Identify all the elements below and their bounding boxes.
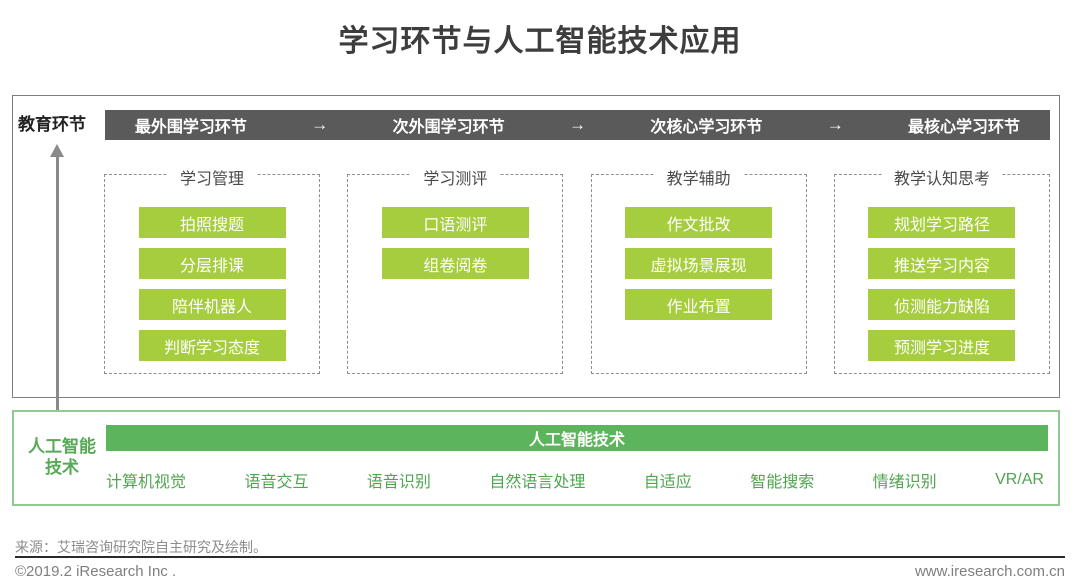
right-arrow-icon: → [826,115,844,134]
application-chip: 虚拟场景展现 [625,248,773,279]
footer-divider [15,556,1065,558]
tech-smart-search: 智能搜索 [750,474,815,491]
tech-voice-interaction: 语音交互 [244,474,309,491]
group-teaching-assistance: 教学辅助 作文批改 虚拟场景展现 作业布置 [590,165,807,374]
group-title: 学习测评 [411,165,500,189]
application-chip: 侦测能力缺陷 [868,289,1016,320]
application-chip: 分层排课 [138,248,286,279]
tech-vr-ar: VR/AR [995,471,1044,488]
stage-subcore: 次核心学习环节 [650,119,763,136]
stage-outermost: 最外围学习环节 [134,119,247,136]
chip-list: 口语测评 组卷阅卷 [348,175,562,279]
stage-bar: 最外围学习环节 → 次外围学习环节 → 次核心学习环节 → 最核心学习环节 [105,110,1050,140]
group-title: 教学辅助 [654,165,743,189]
application-chip: 规划学习路径 [868,207,1016,238]
ai-label-line2: 技术 [45,458,79,478]
application-chip: 口语测评 [381,207,529,238]
application-groups: 学习管理 拍照搜题 分层排课 陪伴机器人 判断学习态度 学习测评 口语测评 组卷… [104,165,1050,374]
tech-emotion-recognition: 情绪识别 [872,474,937,491]
education-label: 教育环节 [18,115,86,134]
group-title: 学习管理 [167,165,257,189]
ai-technology-section: 人工智能 技术 人工智能技术 计算机视觉 语音交互 语音识别 自然语言处理 自适… [12,410,1060,506]
application-chip: 判断学习态度 [138,330,286,361]
application-chip: 预测学习进度 [868,330,1016,361]
website-link[interactable]: www.iresearch.com.cn [914,563,1065,580]
application-chip: 推送学习内容 [868,248,1016,279]
stage-outer: 次外围学习环节 [392,119,505,136]
ai-label-line1: 人工智能 [28,437,96,456]
application-chip: 作文批改 [625,207,773,238]
tech-nlp: 自然语言处理 [489,474,586,491]
education-section: 教育环节 最外围学习环节 → 次外围学习环节 → 次核心学习环节 → 最核心学习… [12,95,1060,398]
tech-adaptive: 自适应 [643,474,692,491]
right-arrow-icon: → [311,115,329,134]
group-teaching-cognition: 教学认知思考 规划学习路径 推送学习内容 侦测能力缺陷 预测学习进度 [833,165,1050,374]
ai-technology-list: 计算机视觉 语音交互 语音识别 自然语言处理 自适应 智能搜索 情绪识别 VR/… [106,468,1044,492]
copyright-text: ©2019.2 iResearch Inc . [15,563,177,580]
source-note: 来源：艾瑞咨询研究院自主研究及绘制。 [15,539,267,555]
application-chip: 组卷阅卷 [381,248,529,279]
page-title: 学习环节与人工智能技术应用 [338,25,742,58]
group-learning-assessment: 学习测评 口语测评 组卷阅卷 [347,165,564,374]
group-title: 教学认知思考 [881,165,1002,189]
chip-list: 拍照搜题 分层排课 陪伴机器人 判断学习态度 [105,175,319,361]
group-learning-management: 学习管理 拍照搜题 分层排课 陪伴机器人 判断学习态度 [104,165,320,374]
stage-core: 最核心学习环节 [908,119,1021,136]
application-chip: 作业布置 [625,289,773,320]
ai-technology-label: 人工智能 技术 [20,436,104,479]
right-arrow-icon: → [568,115,586,134]
ai-technology-bar: 人工智能技术 [106,425,1048,451]
footer: ©2019.2 iResearch Inc . www.iresearch.co… [15,563,1065,580]
tech-computer-vision: 计算机视觉 [106,474,187,491]
application-chip: 拍照搜题 [138,207,286,238]
application-chip: 陪伴机器人 [138,289,286,320]
upward-arrow-icon [50,144,64,426]
chip-list: 作文批改 虚拟场景展现 作业布置 [592,175,806,320]
chip-list: 规划学习路径 推送学习内容 侦测能力缺陷 预测学习进度 [835,175,1049,361]
tech-speech-recognition: 语音识别 [366,474,431,491]
